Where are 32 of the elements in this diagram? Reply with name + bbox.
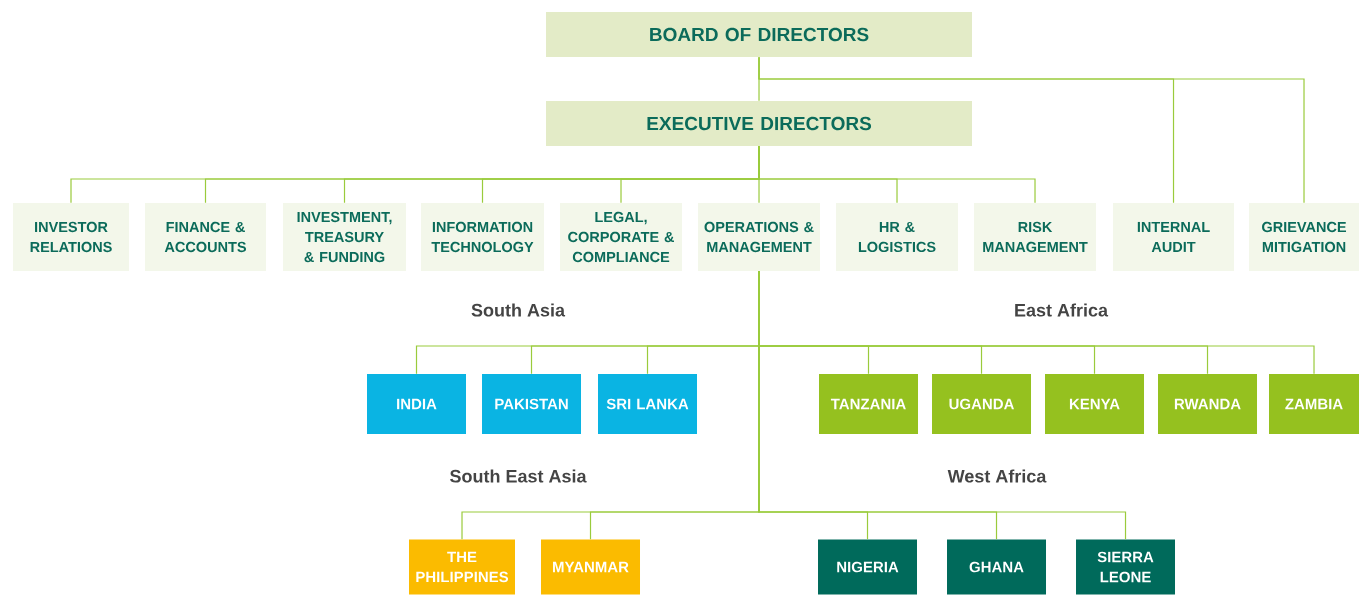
region-label: East Africa — [1015, 303, 1109, 317]
country-box: MYANMAR — [541, 539, 640, 595]
region-label: South Asia — [471, 303, 566, 317]
country-box: TANZANIA — [819, 374, 918, 434]
country-box: UGANDA — [932, 374, 1031, 434]
region-label: South East Asia — [450, 469, 587, 483]
department-box: INVESTOR RELATIONS — [13, 203, 129, 271]
country-box: KENYA — [1045, 374, 1144, 434]
department-box: HR & LOGISTICS — [836, 203, 958, 271]
country-box: NIGERIA — [818, 539, 917, 595]
org-level-box: BOARD OF DIRECTORS — [546, 12, 972, 57]
connector-line — [758, 145, 1036, 204]
country-box: GHANA — [947, 539, 1046, 595]
country-box: ZAMBIA — [1269, 374, 1359, 434]
country-box: SRI LANKA — [598, 374, 697, 434]
country-box: RWANDA — [1158, 374, 1257, 434]
org-level-box: EXECUTIVE DIRECTORS — [546, 101, 972, 146]
department-box: INFORMATION TECHNOLOGY — [421, 203, 544, 271]
country-box: PAKISTAN — [482, 374, 581, 434]
country-box: INDIA — [367, 374, 466, 434]
country-box: SIERRA LEONE — [1076, 539, 1175, 595]
region-label: West Africa — [947, 469, 1047, 483]
department-box: INTERNAL AUDIT — [1113, 203, 1234, 271]
department-box: OPERATIONS & MANAGEMENT — [698, 203, 820, 271]
department-box: GRIEVANCE MITIGATION — [1249, 203, 1359, 271]
department-box: FINANCE & ACCOUNTS — [145, 203, 266, 271]
department-box: INVESTMENT, TREASURY & FUNDING — [283, 203, 406, 271]
department-box: LEGAL, CORPORATE & COMPLIANCE — [560, 203, 682, 271]
connector-line — [758, 270, 1127, 540]
department-box: RISK MANAGEMENT — [974, 203, 1096, 271]
country-box: THE PHILIPPINES — [409, 539, 515, 595]
connector-line — [758, 56, 1305, 204]
